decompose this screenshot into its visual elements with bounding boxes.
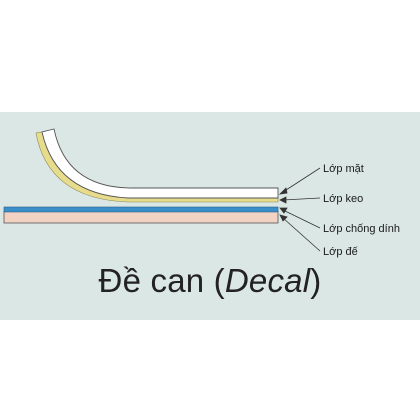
diagram-caption: Đề can (Decal) xyxy=(0,262,420,300)
label-face-layer: Lớp mặt xyxy=(323,163,364,175)
base-layer xyxy=(3,210,279,224)
pointer-adhesive-arrow xyxy=(279,196,287,204)
pointer-adhesive xyxy=(282,197,321,201)
caption-end: ) xyxy=(310,262,322,299)
release-layer xyxy=(3,206,279,213)
pointer-lines xyxy=(278,167,321,252)
pointer-release-arrow xyxy=(279,207,288,214)
pointer-face-arrow xyxy=(278,187,288,195)
pointer-release xyxy=(282,209,321,229)
label-adhesive-layer: Lớp keo xyxy=(323,193,363,205)
label-release-layer: Lớp chống dính xyxy=(323,223,400,235)
pointer-base xyxy=(282,217,321,252)
face-layer xyxy=(41,128,279,199)
pointer-base-arrow xyxy=(279,214,288,222)
pointer-face xyxy=(282,167,321,193)
label-base-layer: Lớp đế xyxy=(323,246,358,258)
caption-italic: Decal xyxy=(224,262,311,299)
caption-main: Đề can ( xyxy=(98,262,225,299)
